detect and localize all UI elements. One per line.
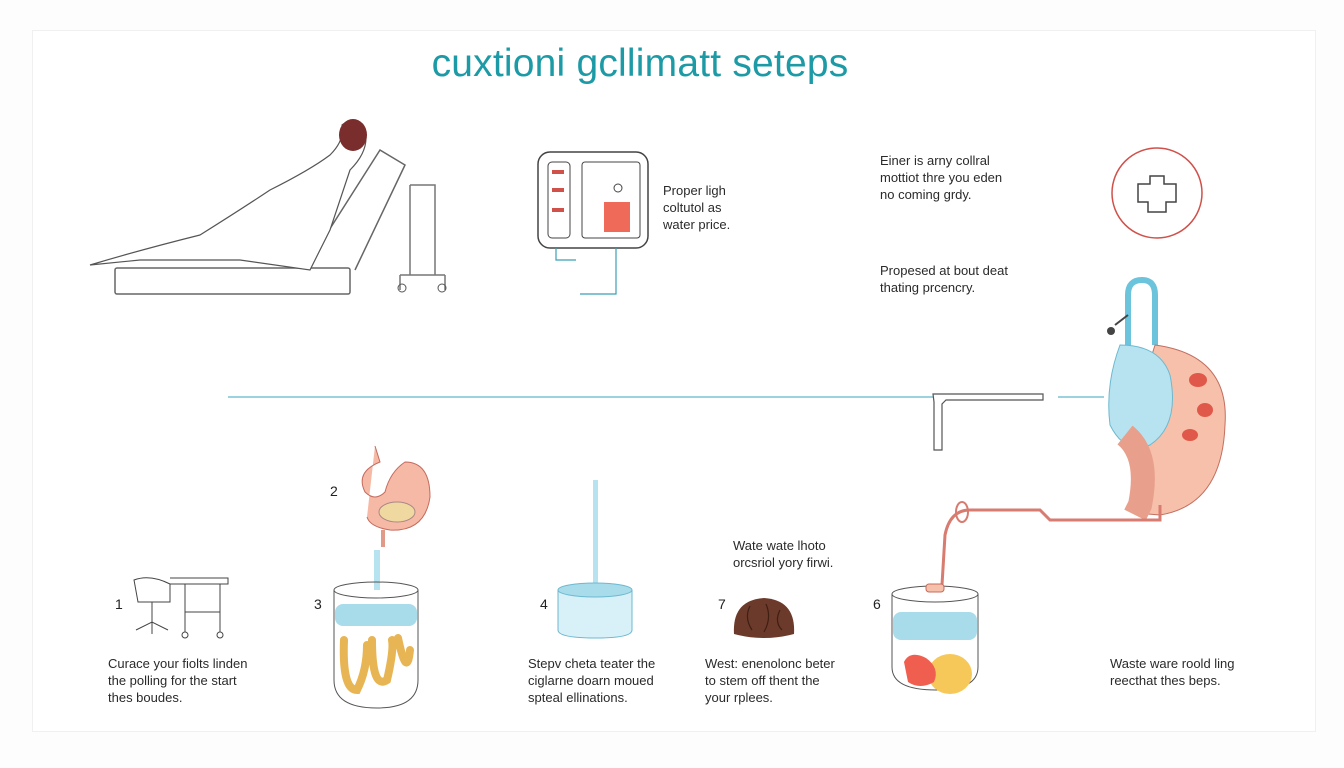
dialysis-device-icon <box>537 151 649 295</box>
patient-on-bed-illustration <box>89 119 447 295</box>
collection-jar-icon <box>891 583 979 694</box>
digestive-system-illustration <box>940 276 1226 586</box>
step-number-2: 2 <box>330 483 338 499</box>
infographic-panel <box>32 30 1316 732</box>
step-4-caption: Stepv cheta teater the ciglarne doarn mo… <box>528 656 656 705</box>
top-right-caption-1: Einer is arny collral mottiot thre you e… <box>880 153 1003 202</box>
chair-and-table-icon <box>133 577 229 639</box>
step-1-caption: Curace your fiolts linden the polling fo… <box>108 656 248 705</box>
step-number-3: 3 <box>314 596 322 612</box>
connector-icon <box>1111 147 1203 239</box>
page-title: cuxtioni gcllimatt setеps <box>431 42 849 85</box>
step-7-caption: West: enenolonc beter to stem off thent … <box>705 656 835 705</box>
step-number-1: 1 <box>115 596 123 612</box>
waste-mass-icon <box>733 598 795 638</box>
stomach-icon <box>361 445 431 547</box>
top-right-caption-2: Propesed at bout deat thating prcencry. <box>880 263 1008 295</box>
step-number-4: 4 <box>540 596 548 612</box>
water-dish-icon <box>557 480 633 639</box>
water-jar-with-intestine-icon <box>333 550 419 709</box>
flow-line <box>228 393 1104 451</box>
step-number-7: 7 <box>718 596 726 612</box>
step-number-6: 6 <box>873 596 881 612</box>
step-7-heading-caption: Wate wate lhoto orcsriol yory firwi. <box>733 538 834 570</box>
device-caption: Proper ligh coltutol as water price. <box>663 183 731 232</box>
right-caption: Waste ware roold ling reecthat thes beps… <box>1110 656 1235 688</box>
